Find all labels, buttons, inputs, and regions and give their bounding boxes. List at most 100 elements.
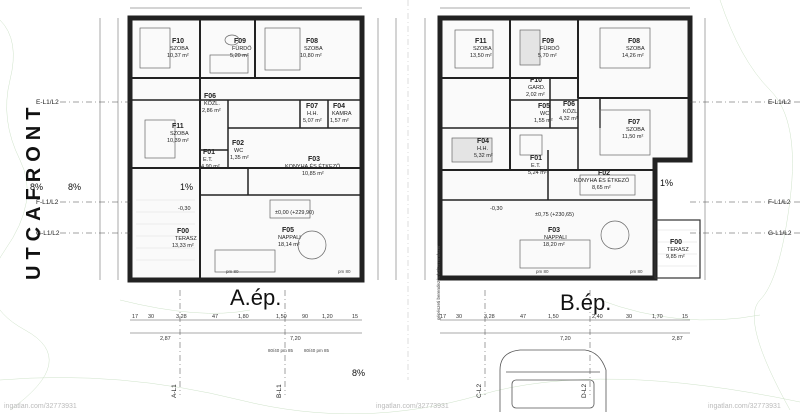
room-name: SZOBA bbox=[170, 46, 189, 52]
room-code: F08 bbox=[628, 38, 640, 45]
room-area: 5,20 m² bbox=[230, 53, 249, 59]
section-bottom-a: A-L1 bbox=[171, 384, 178, 398]
section-right-e: E-L1/L2 bbox=[768, 99, 791, 106]
room-code: F11 bbox=[475, 38, 487, 45]
dim: 30 bbox=[456, 314, 462, 320]
dim: 2,87 bbox=[672, 336, 683, 342]
room-name: SZOBA bbox=[304, 46, 323, 52]
edge-note: gépészeti berendezés külön rendszer bbox=[436, 245, 441, 320]
dim: 1,80 bbox=[238, 314, 249, 320]
room-b-f05: F05 WC 1,55 m² bbox=[534, 103, 553, 124]
room-code: F00 bbox=[177, 228, 189, 235]
terrace-a-hatch bbox=[136, 199, 195, 261]
axis-lines bbox=[60, 0, 800, 395]
room-name: TERASZ bbox=[667, 247, 689, 253]
room-b-f06: F06 KÖZL. 4,32 m² bbox=[559, 101, 579, 122]
room-name: FÜRDŐ bbox=[232, 45, 252, 52]
room-code: F06 bbox=[563, 101, 575, 108]
room-name: NAPPALI bbox=[278, 235, 301, 241]
room-area: 4,90 m² bbox=[201, 164, 220, 170]
street-label: UTCAFRONT bbox=[23, 102, 45, 280]
room-a-f10: F10 SZOBA 10,37 m² bbox=[167, 38, 189, 59]
watermark-left: ingatlan.com/32773931 bbox=[4, 403, 77, 410]
dim: 15 bbox=[352, 314, 358, 320]
room-area: 1,57 m² bbox=[330, 118, 349, 124]
dim: 90 bbox=[302, 314, 308, 320]
room-b-f10: F10 GARD. 2,02 m² bbox=[526, 77, 546, 98]
room-area: 10,37 m² bbox=[167, 53, 189, 59]
door-tag: 80/40 pm 85 bbox=[304, 348, 330, 353]
room-name: E.T. bbox=[531, 163, 541, 169]
room-code: F10 bbox=[530, 77, 542, 84]
car-outline bbox=[499, 349, 607, 412]
dimension-lines bbox=[99, 7, 706, 334]
building-b-label: B.ép. bbox=[560, 290, 611, 315]
section-bottom-c: C-L2 bbox=[476, 384, 483, 398]
room-name: TERASZ bbox=[175, 236, 197, 242]
room-name: WC bbox=[234, 148, 243, 154]
room-name: NAPPALI bbox=[544, 235, 567, 241]
room-area: 10,39 m² bbox=[167, 138, 189, 144]
room-name: KÖZL. bbox=[563, 108, 579, 115]
section-bottom-b: B-L1 bbox=[276, 384, 283, 398]
room-name: SZOBA bbox=[626, 127, 645, 133]
door-tag: 80/40 pm 85 bbox=[268, 348, 294, 353]
room-code: F06 bbox=[204, 93, 216, 100]
room-code: F05 bbox=[538, 103, 550, 110]
section-right-g: G-L1/L2 bbox=[768, 230, 792, 237]
room-area: 13,50 m² bbox=[470, 53, 492, 59]
dim: 1,70 bbox=[652, 314, 663, 320]
dim: 15 bbox=[682, 314, 688, 320]
room-area: 1,35 m² bbox=[230, 155, 249, 161]
dim: 47 bbox=[520, 314, 526, 320]
building-a-label: A.ép. bbox=[230, 285, 281, 310]
elevation-a-floor: ±0,00 (+229,90) bbox=[275, 210, 314, 216]
dim: 47 bbox=[212, 314, 218, 320]
dim: 17 bbox=[132, 314, 138, 320]
room-code: F09 bbox=[542, 38, 554, 45]
room-b-f08: F08 SZOBA 14,26 m² bbox=[622, 38, 645, 59]
bottom-dims-b: 17 30 3,28 47 1,50 2,40 30 1,70 15 7,20 … bbox=[440, 314, 688, 342]
bottom-dims-a: 17 30 3,28 47 1,80 1,50 90 1,20 15 2,87 … bbox=[132, 314, 358, 342]
elevation-b-terrace: -0,30 bbox=[490, 206, 503, 212]
building-a-furniture bbox=[139, 27, 327, 273]
room-b-f02: F02 KONYHA ÉS ÉTKEZŐ 8,65 m² bbox=[574, 170, 630, 191]
dim: 30 bbox=[148, 314, 154, 320]
room-area: 9,85 m² bbox=[666, 254, 685, 260]
room-code: F07 bbox=[628, 119, 640, 126]
dim: 7,20 bbox=[560, 336, 571, 342]
dim: 2,87 bbox=[160, 336, 171, 342]
room-name: KONYHA ÉS ÉTKEZŐ bbox=[285, 163, 341, 170]
room-area: 5,70 m² bbox=[538, 53, 557, 59]
room-b-f09: F09 FÜRDŐ 5,70 m² bbox=[538, 38, 560, 59]
slope-b-terrace: 1% bbox=[660, 178, 673, 188]
room-name: WC bbox=[540, 111, 549, 117]
building-b-walls bbox=[437, 15, 693, 281]
room-code: F07 bbox=[306, 103, 318, 110]
dim: 30 bbox=[626, 314, 632, 320]
elevation-b-floor: ±0,75 (+230,65) bbox=[535, 212, 574, 218]
room-area: 14,26 m² bbox=[622, 53, 644, 59]
dim: 1,20 bbox=[322, 314, 333, 320]
room-name: SZOBA bbox=[473, 46, 492, 52]
dim: 7,20 bbox=[290, 336, 301, 342]
room-area: 18,14 m² bbox=[278, 242, 300, 248]
building-b-furniture bbox=[451, 27, 651, 269]
room-area: 18,20 m² bbox=[543, 242, 565, 248]
room-name: KONYHA ÉS ÉTKEZŐ bbox=[574, 177, 630, 184]
dim: 1,50 bbox=[276, 314, 287, 320]
slope-left: 8% bbox=[68, 182, 81, 192]
door-tag: pm 80 bbox=[226, 269, 239, 274]
room-code: F03 bbox=[548, 227, 560, 234]
section-left-g: G-L1/L2 bbox=[36, 230, 60, 237]
room-code: F11 bbox=[172, 123, 184, 130]
room-name: KÖZL. bbox=[204, 100, 220, 107]
room-a-f01: F01 E.T. 4,90 m² bbox=[201, 149, 220, 170]
room-area: 1,55 m² bbox=[534, 118, 553, 124]
room-area: 13,33 m² bbox=[172, 243, 194, 249]
room-a-f06: F06 KÖZL. 2,86 m² bbox=[202, 93, 221, 114]
room-b-f04: F04 H.H. 5,32 m² bbox=[474, 138, 493, 159]
room-code: F02 bbox=[232, 140, 244, 147]
